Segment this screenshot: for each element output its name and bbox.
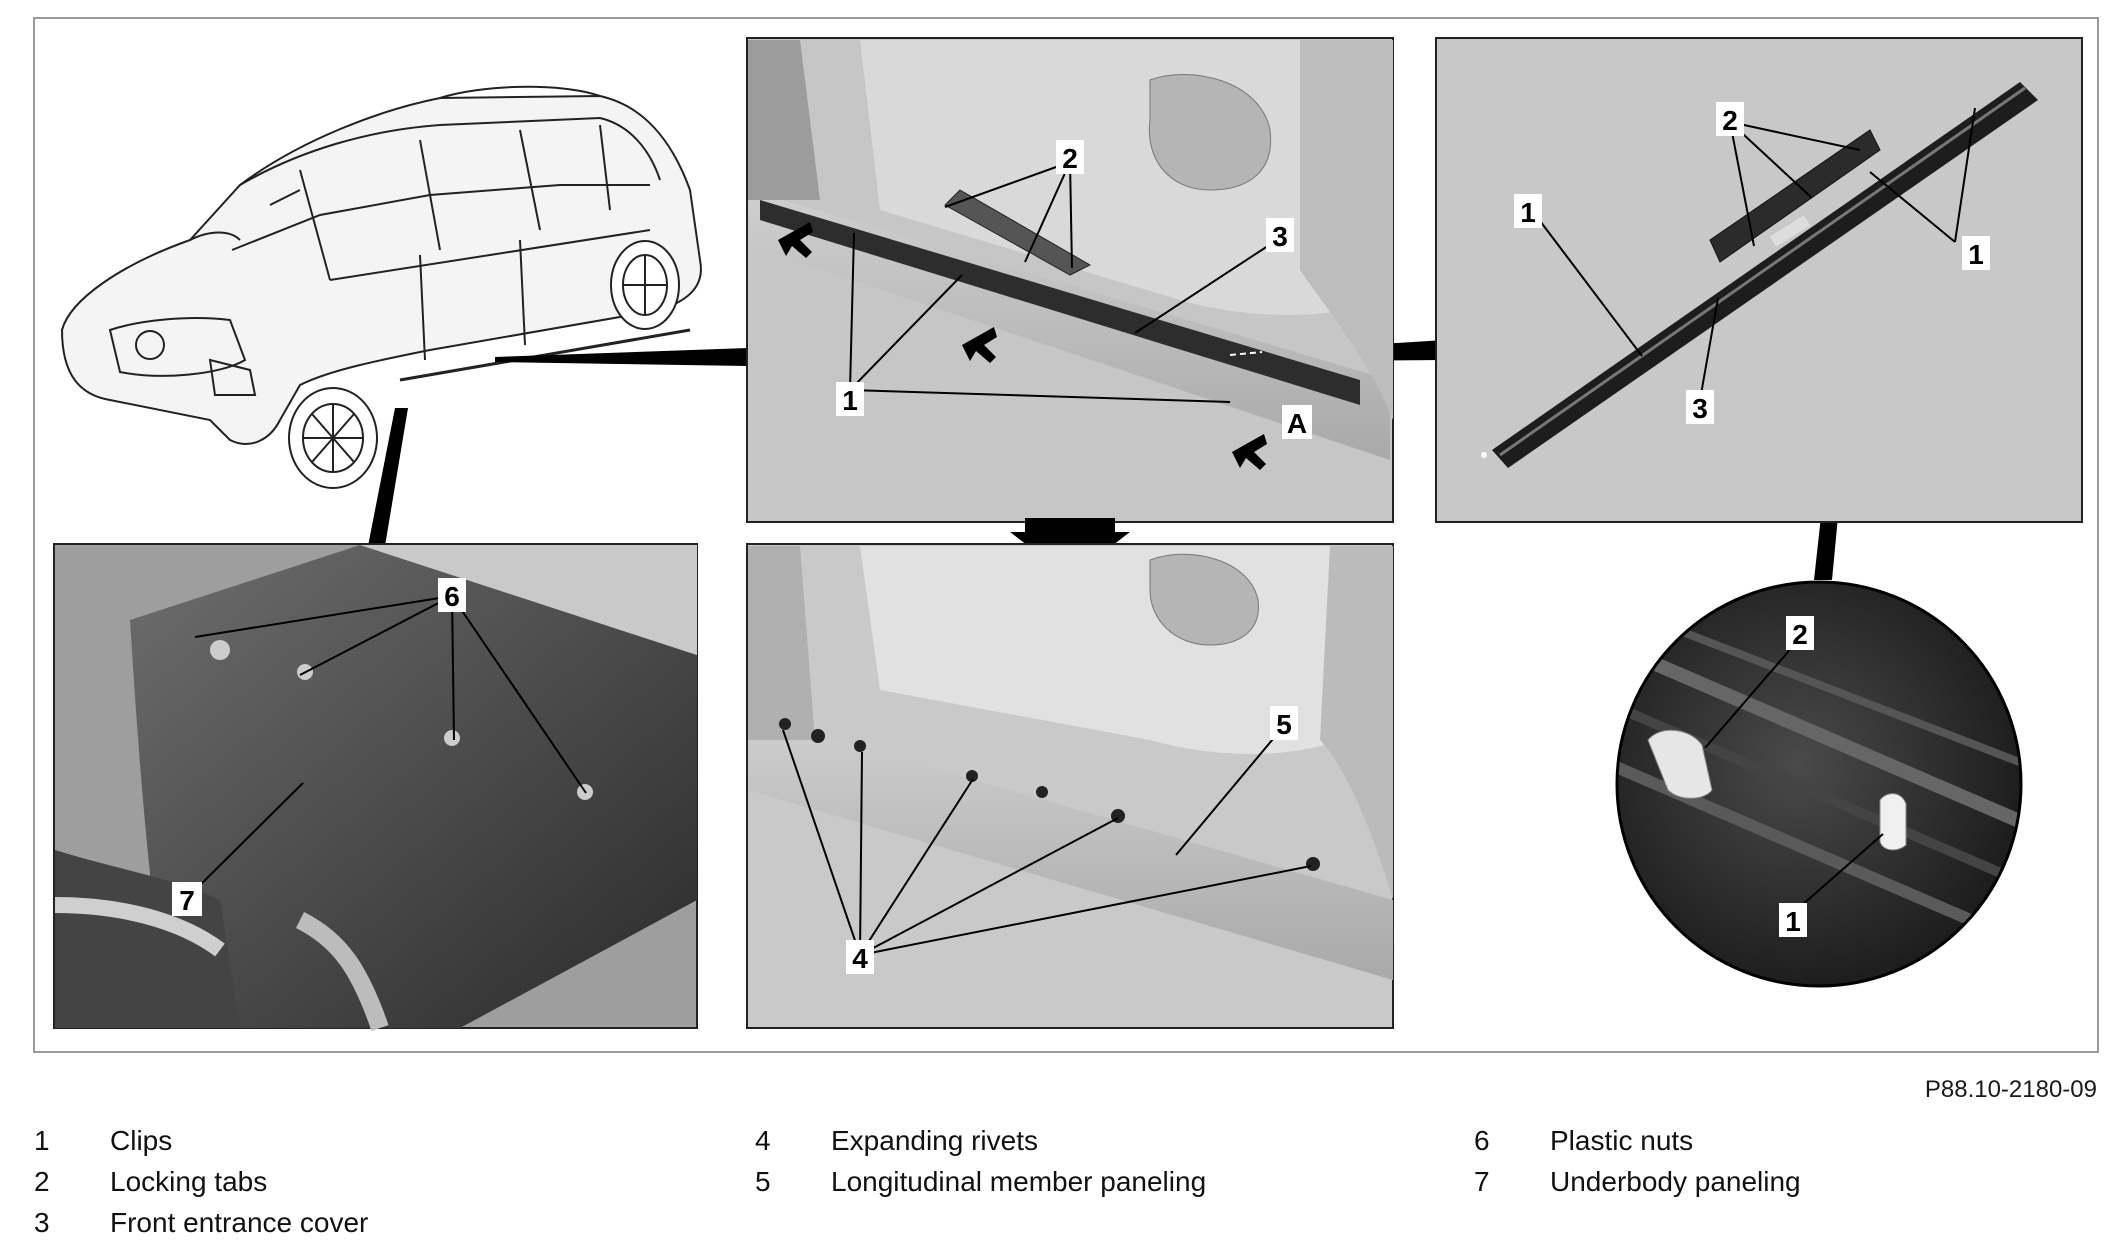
svg-text:1: 1: [842, 385, 858, 416]
svg-text:2: 2: [1722, 105, 1738, 136]
callout-a-3: 3: [1266, 218, 1294, 252]
callout-c-7: 7: [172, 882, 202, 916]
legend-number: 2: [34, 1166, 50, 1197]
legend-label: Underbody paneling: [1550, 1166, 1801, 1197]
legend-number: 5: [755, 1166, 771, 1197]
svg-text:3: 3: [1692, 393, 1708, 424]
legend-number: 1: [34, 1125, 50, 1156]
callout-a-A: A: [1282, 405, 1312, 439]
panel-underbody: [53, 543, 698, 1031]
legend-label: Front entrance cover: [110, 1207, 369, 1238]
callout-b-1-right: 1: [1962, 236, 1990, 270]
panel-door-sill-clips: [746, 37, 1394, 523]
callout-c-6: 6: [438, 578, 466, 612]
svg-text:7: 7: [179, 885, 195, 916]
svg-text:6: 6: [444, 581, 460, 612]
svg-text:2: 2: [1792, 619, 1808, 650]
svg-text:5: 5: [1276, 709, 1292, 740]
callout-b-1: 1: [1514, 194, 1542, 228]
panel-rivets: [746, 543, 1394, 1029]
legend-label: Expanding rivets: [831, 1125, 1039, 1156]
svg-text:1: 1: [1520, 197, 1536, 228]
legend-label: Locking tabs: [110, 1166, 268, 1197]
callout-e-2: 2: [1786, 616, 1814, 650]
leader-lines: [187, 107, 1976, 956]
zoom-detail-circle: [1615, 580, 2023, 988]
car-illustration: [60, 85, 702, 489]
callout-b-3: 3: [1686, 390, 1714, 424]
legend-number: 4: [755, 1125, 771, 1156]
callout-b-2: 2: [1716, 102, 1744, 136]
svg-text:1: 1: [1785, 906, 1801, 937]
panel-cover-detail: [1435, 37, 2083, 523]
callout-a-1: 1: [836, 382, 864, 416]
callouts: 2 3 1 A 2 1 1 3: [172, 102, 1990, 974]
svg-text:1: 1: [1968, 239, 1984, 270]
svg-text:A: A: [1287, 408, 1307, 439]
svg-text:4: 4: [852, 943, 868, 974]
legend-label: Longitudinal member paneling: [831, 1166, 1207, 1197]
legend-label: Clips: [110, 1125, 173, 1156]
callout-d-4: 4: [846, 940, 874, 974]
legend-number: 6: [1474, 1125, 1490, 1156]
callout-d-5: 5: [1270, 706, 1298, 740]
figure-id: P88.10-2180-09: [1924, 1076, 2097, 1103]
svg-text:2: 2: [1062, 143, 1078, 174]
legend-number: 7: [1474, 1166, 1490, 1197]
callout-e-1: 1: [1779, 903, 1807, 937]
legend-label: Plastic nuts: [1550, 1125, 1694, 1156]
callout-a-2: 2: [1056, 140, 1084, 174]
svg-text:3: 3: [1272, 221, 1288, 252]
legend-number: 3: [34, 1207, 50, 1238]
